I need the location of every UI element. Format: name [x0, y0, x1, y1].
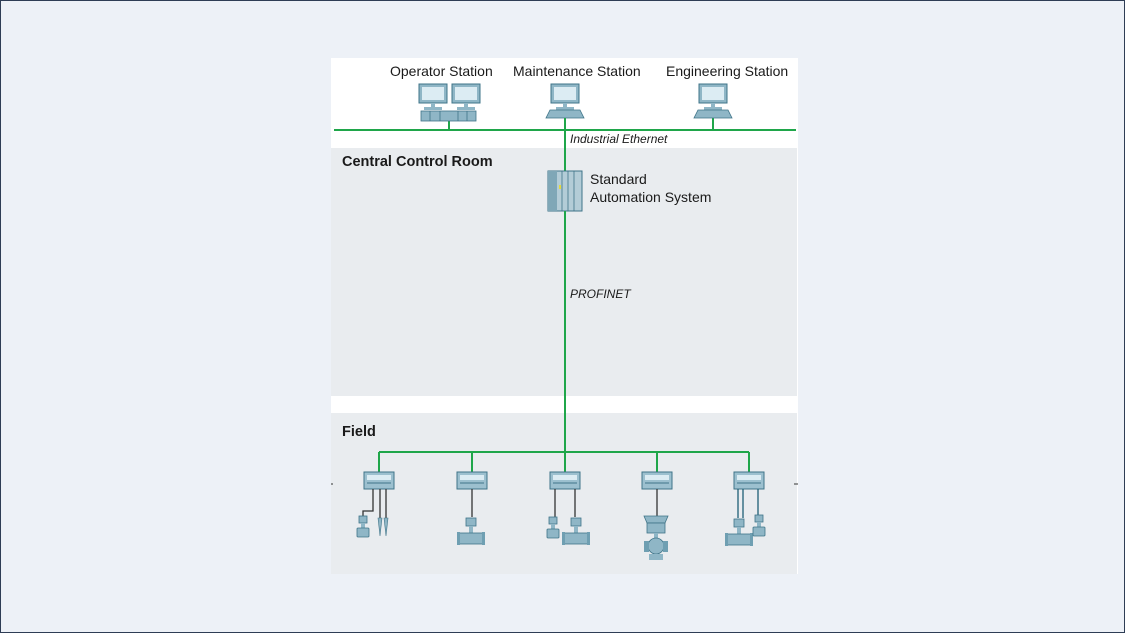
automation-system-label-line2: Automation System — [590, 189, 712, 205]
remote-io-icon — [546, 471, 591, 546]
operator-station-label: Operator Station — [390, 63, 493, 79]
automation-system-label-line1: Standard — [590, 171, 647, 187]
plc-rack-icon — [547, 170, 583, 212]
workstation-icon — [545, 83, 585, 119]
industrial-ethernet-label: Industrial Ethernet — [570, 132, 668, 146]
profinet-label: PROFINET — [570, 287, 631, 301]
remote-io-icon — [356, 471, 395, 538]
dual-monitor-workstation-icon — [418, 83, 481, 130]
remote-io-icon — [456, 471, 488, 546]
workstation-icon — [693, 83, 733, 130]
automation-system-label: Standard Automation System — [590, 170, 711, 206]
remote-io-icon — [724, 471, 766, 547]
remote-io-icon — [641, 471, 673, 561]
engineering-station-label: Engineering Station — [666, 63, 789, 79]
maintenance-station-label: Maintenance Station — [513, 63, 641, 79]
field-title: Field — [342, 424, 376, 440]
central-control-room-title: Central Control Room — [342, 154, 493, 170]
